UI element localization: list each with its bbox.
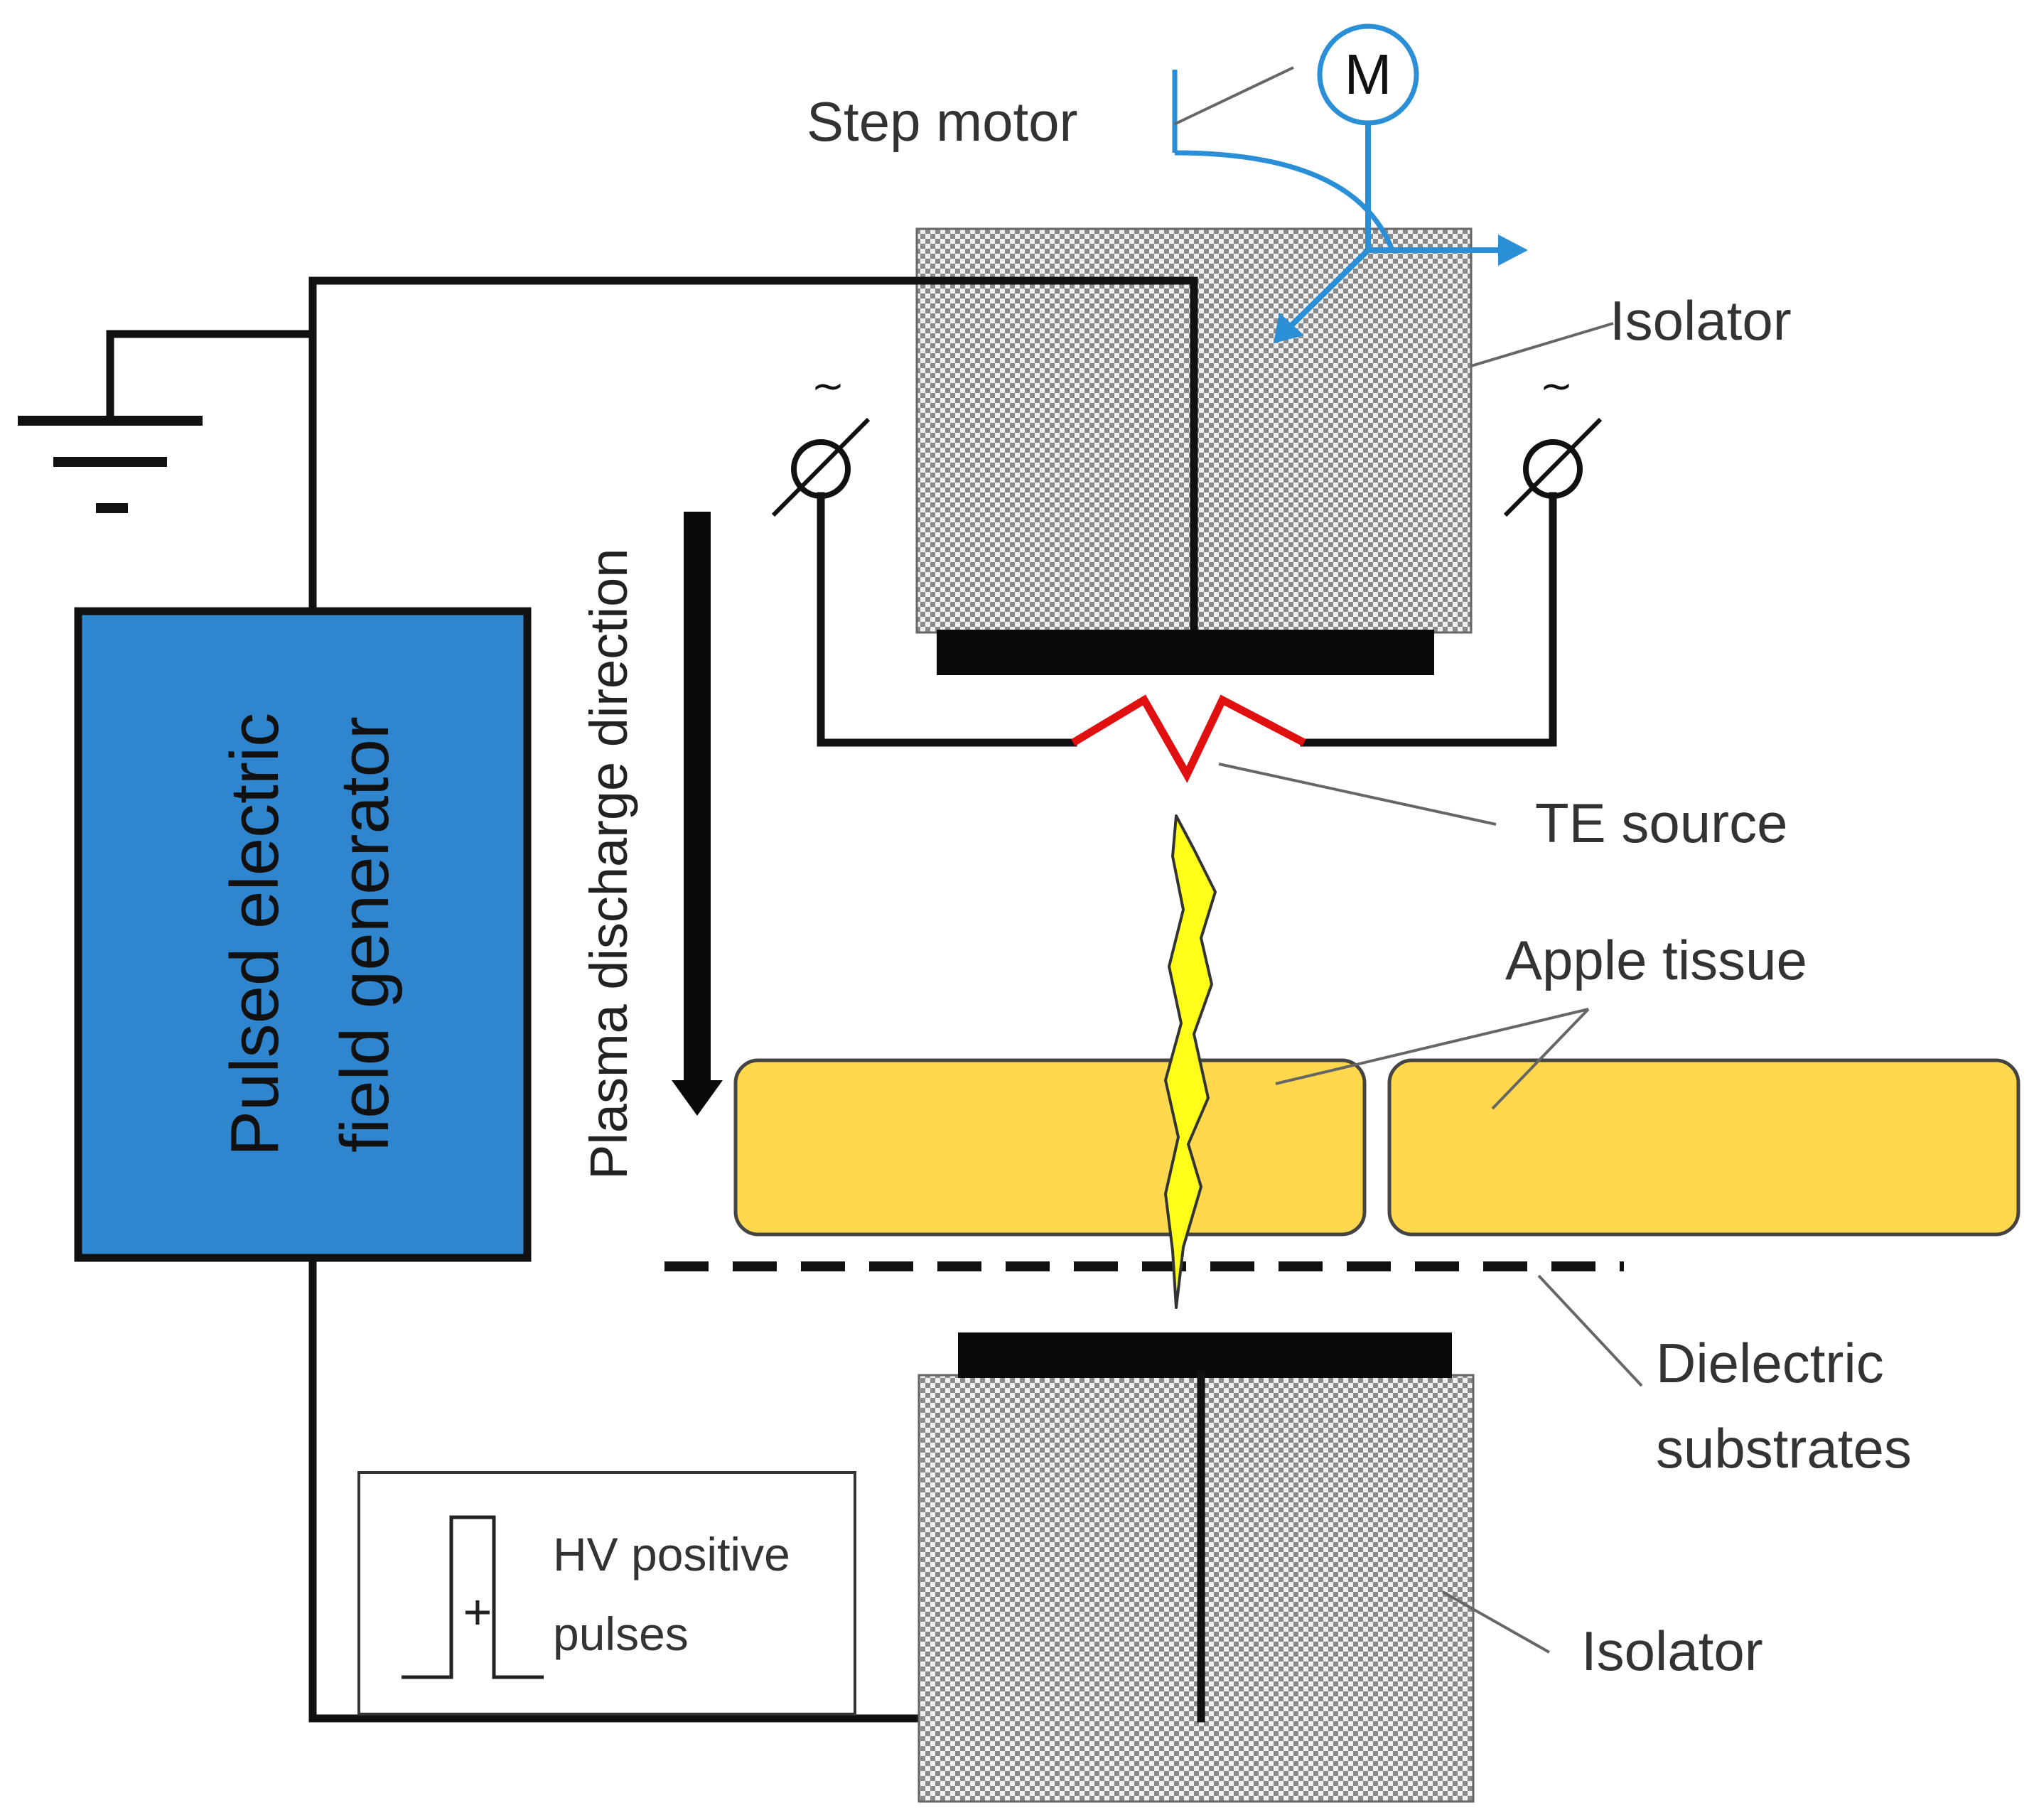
variable-meter-icon-left: ~ bbox=[771, 363, 871, 517]
apple-slab-left bbox=[733, 1058, 1367, 1237]
isolator-top-label: Isolator bbox=[1610, 289, 1792, 352]
hv-label-line1: HV positive bbox=[553, 1528, 790, 1581]
te-source-filament bbox=[1071, 694, 1306, 783]
down-arrow-icon bbox=[672, 512, 723, 1116]
lightning-bolt-icon bbox=[1164, 814, 1217, 1309]
dielectric-label-line1: Dielectric bbox=[1656, 1332, 1884, 1394]
isolator-bottom bbox=[917, 1332, 1475, 1803]
motor-symbol: M bbox=[1345, 43, 1392, 106]
generator-label-line2: field generator bbox=[327, 716, 403, 1153]
square-pulse-icon bbox=[402, 1515, 544, 1679]
hv-label-line2: pulses bbox=[553, 1608, 689, 1660]
generator-label-line1: Pulsed electric bbox=[217, 713, 293, 1156]
apple-tissue bbox=[733, 1058, 2020, 1237]
dielectric-label-line2: substrates bbox=[1656, 1417, 1912, 1480]
isolator-bottom-label: Isolator bbox=[1581, 1620, 1763, 1682]
hv-sign: + bbox=[463, 1584, 493, 1639]
apple-slab-right bbox=[1387, 1058, 2020, 1237]
top-electrode bbox=[937, 630, 1434, 675]
hv-pulse-box: + HV positive pulses bbox=[357, 1471, 856, 1716]
te-source-label: TE source bbox=[1535, 792, 1787, 854]
step-motor: M bbox=[1172, 23, 1528, 343]
te-source-circuit: ~ ~ bbox=[771, 363, 1603, 783]
apple-tissue-label: Apple tissue bbox=[1505, 929, 1807, 991]
ac-symbol-left: ~ bbox=[812, 363, 845, 409]
leader-lines bbox=[1173, 66, 1643, 1654]
variable-meter-icon-right: ~ bbox=[1503, 363, 1603, 517]
plasma-direction-label: Plasma discharge direction bbox=[579, 549, 638, 1180]
bottom-electrode bbox=[958, 1332, 1452, 1378]
step-motor-label: Step motor bbox=[807, 90, 1078, 153]
ac-symbol-right: ~ bbox=[1540, 363, 1573, 409]
pulsed-field-generator: Pulsed electric field generator bbox=[74, 607, 532, 1262]
ground-symbol-icon bbox=[18, 330, 317, 513]
isolator-top bbox=[913, 227, 1473, 675]
